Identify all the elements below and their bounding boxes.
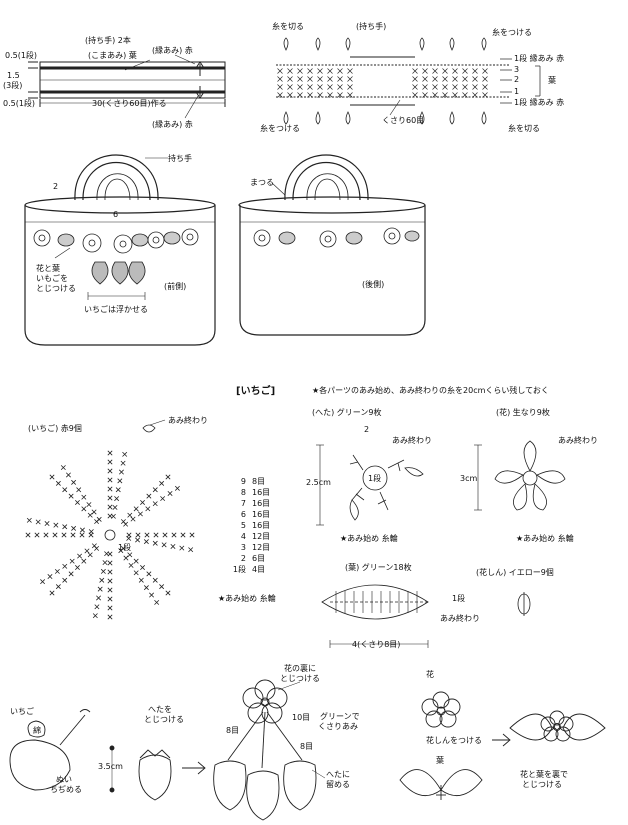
handle-chart-title: (持ち手) bbox=[356, 22, 387, 31]
assembly2-green-2: くさりあみ bbox=[318, 722, 358, 731]
bag-front-note-2: いもごを bbox=[36, 274, 68, 283]
heta-row2: 2 bbox=[364, 425, 370, 434]
handle-chart-row-1: 1 bbox=[514, 87, 520, 96]
assembly3-shin: 花しんをつける bbox=[426, 736, 482, 745]
handle-strip-title: (持ち手) 2本 bbox=[85, 36, 131, 45]
assembly3-attach-1: 花と葉を裏で bbox=[520, 770, 568, 779]
handle-strip-drawing bbox=[28, 54, 226, 119]
assembly2-green-1: グリーンで bbox=[320, 712, 360, 721]
handle-strip-dim-mid: 1.5 bbox=[7, 71, 20, 80]
assembly1-ichigo: いちご bbox=[10, 707, 34, 716]
assembly2-st8a: 8目 bbox=[226, 726, 240, 735]
handle-strip-dim-bottom: 0.5(1段) bbox=[3, 99, 36, 108]
assembly3-hana: 花 bbox=[426, 670, 434, 679]
flower-size: 3cm bbox=[460, 474, 478, 483]
heta-chart-drawing bbox=[316, 444, 424, 526]
handle-chart-row-2: 2 bbox=[514, 75, 520, 84]
flower-start: ★あみ始め 糸輪 bbox=[516, 534, 574, 543]
assembly2-st10: 10目 bbox=[292, 713, 311, 722]
handle-chart-leaf: 葉 bbox=[548, 76, 556, 85]
assembly1-nui-1: ぬい bbox=[56, 775, 72, 784]
bag-front-note-3: とじつける bbox=[36, 284, 76, 293]
strawberry-start: ★あみ始め 糸輪 bbox=[218, 594, 276, 603]
center-title: (花しん) イエロー9個 bbox=[476, 568, 554, 577]
handle-strip-dim-top: 0.5(1段) bbox=[5, 51, 38, 60]
heta-start: ★あみ始め 糸輪 bbox=[340, 534, 398, 543]
assembly2-back-2: とじつける bbox=[280, 674, 320, 683]
bag-front-drawing bbox=[24, 154, 216, 346]
strawberry-end: あみ終わり bbox=[168, 416, 208, 425]
leaf-chain: 4(くさり8目) bbox=[352, 640, 401, 649]
strawberry-title: (いちご) 赤9個 bbox=[28, 424, 82, 433]
bag-front-handle-label: 持ち手 bbox=[168, 154, 192, 163]
flower-chart-drawing bbox=[474, 440, 566, 511]
heta-end: あみ終わり bbox=[392, 436, 432, 445]
leaf-end: あみ終わり bbox=[440, 614, 480, 623]
bag-back-side: (後側) bbox=[362, 280, 385, 289]
strawberry-center: 1段 bbox=[118, 543, 132, 552]
assembly3-ha: 葉 bbox=[436, 756, 444, 765]
assembly1-heta-2: とじつける bbox=[144, 715, 184, 724]
assembly1-wata: 綿 bbox=[33, 726, 41, 735]
assembly2-heta-1: へたに bbox=[326, 770, 350, 779]
center-chart-drawing bbox=[517, 592, 531, 616]
leaf-title: (葉) グリーン18枚 bbox=[345, 563, 412, 572]
handle-strip-fuchi-bottom: (縁あみ) 赤 bbox=[152, 120, 193, 129]
assembly2-heta-2: 留める bbox=[326, 780, 350, 789]
assembly1-drawing bbox=[9, 709, 206, 801]
handle-chart-cut-left-top: 糸を切る bbox=[272, 22, 304, 31]
bag-front-dim-2: 2 bbox=[53, 182, 59, 191]
handle-strip-length: 30(くさり60目)作る bbox=[92, 99, 167, 108]
bag-front-float-note: いちごは浮かせる bbox=[84, 305, 148, 314]
heta-title: (へた) グリーン9枚 bbox=[312, 408, 382, 417]
heta-size: 2.5cm bbox=[306, 478, 331, 487]
bag-front-dim-6: 6 bbox=[113, 210, 119, 219]
assembly3-drawing bbox=[399, 691, 606, 800]
bag-back-drawing bbox=[238, 154, 426, 336]
handle-strip-fuchi-top: (縁あみ) 赤 bbox=[152, 46, 193, 55]
handle-chart-drawing bbox=[276, 37, 541, 125]
strawberry-chart-drawing bbox=[25, 419, 195, 620]
handle-chart-row-3: 3 bbox=[514, 65, 520, 74]
leaf-chart-drawing bbox=[321, 584, 429, 648]
bag-back-matsuru: まつる bbox=[250, 178, 274, 187]
assembly2-st8b: 8目 bbox=[300, 742, 314, 751]
handle-chart-chain: くさり60目 bbox=[382, 116, 425, 125]
section-note: ★各パーツのあみ始め、あみ終わりの糸を20cmくらい残しておく bbox=[312, 386, 549, 395]
flower-end: あみ終わり bbox=[558, 436, 598, 445]
assembly1-size: 3.5cm bbox=[98, 762, 123, 771]
handle-chart-cut-right-bottom: 糸を切る bbox=[508, 124, 540, 133]
assembly1-nui-2: ちぢめる bbox=[50, 785, 82, 794]
heta-center: 1段 bbox=[368, 474, 382, 483]
handle-chart-row-1-top: 1段 縁あみ 赤 bbox=[514, 54, 565, 63]
assembly2-back-1: 花の裏に bbox=[284, 664, 316, 673]
assembly1-heta-1: へたを bbox=[148, 705, 172, 714]
assembly2-drawing bbox=[213, 679, 326, 821]
assembly3-attach-2: とじつける bbox=[522, 780, 562, 789]
handle-strip-dim-mid2: (3段) bbox=[3, 81, 23, 90]
handle-chart-attach-right-top: 糸をつける bbox=[492, 28, 532, 37]
handle-chart-attach-left-bottom: 糸をつける bbox=[260, 124, 300, 133]
bag-front-side: (前側) bbox=[164, 282, 187, 291]
flower-title: (花) 生なり9枚 bbox=[496, 408, 550, 417]
section-title: [いちご] bbox=[236, 386, 276, 397]
bag-front-note-1: 花と葉 bbox=[36, 264, 60, 273]
handle-chart-row-1-bottom: 1段 縁あみ 赤 bbox=[514, 98, 565, 107]
handle-strip-koma-label: (こまあみ) 葉 bbox=[88, 51, 137, 60]
leaf-row1: 1段 bbox=[452, 594, 466, 603]
